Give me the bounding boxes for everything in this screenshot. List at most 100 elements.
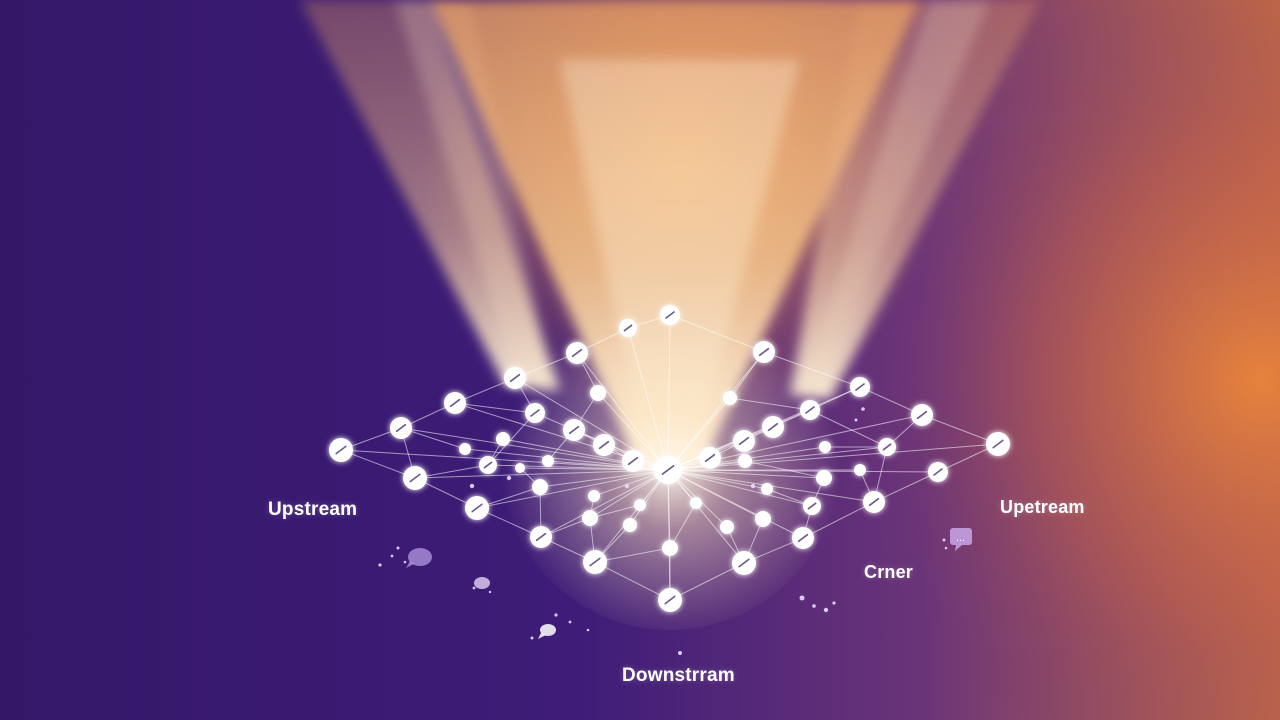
node-glyph — [409, 473, 421, 483]
network-node-icon — [532, 479, 548, 495]
network-node-icon — [623, 518, 637, 532]
particle-speck — [624, 483, 630, 489]
network-edge — [514, 377, 669, 471]
node-glyph — [395, 423, 407, 433]
particle-speck — [944, 546, 948, 550]
upstream-label-left: Upstream — [268, 499, 358, 520]
particle-speck — [832, 601, 836, 605]
network-edge — [414, 464, 489, 479]
network-node-icon — [819, 441, 831, 453]
node-glyph — [571, 348, 583, 358]
particle-speck — [750, 483, 756, 489]
node-glyph — [623, 324, 633, 332]
particle-speck — [488, 590, 492, 594]
node-glyph — [758, 347, 770, 357]
node-glyph — [598, 440, 610, 450]
network-node-icon — [854, 464, 866, 476]
svg-text:…: … — [956, 534, 965, 544]
network-edge — [487, 412, 536, 466]
network-edge — [547, 460, 669, 471]
particle-specks — [378, 407, 948, 655]
network-edge — [540, 469, 669, 538]
node-glyph — [916, 410, 928, 420]
network-edge — [667, 469, 825, 479]
particle-speck — [390, 554, 394, 558]
network-edge — [667, 314, 671, 471]
network-node-icon — [582, 510, 598, 526]
node-glyph — [530, 409, 540, 417]
corner-label: Crner — [864, 562, 914, 582]
node-glyph — [568, 425, 580, 435]
node-glyph — [627, 456, 639, 466]
network-nodes — [329, 305, 1010, 612]
network-edge — [414, 469, 669, 479]
network-edge — [589, 469, 669, 519]
network-edge — [667, 426, 774, 471]
network-edge — [454, 402, 536, 414]
node-glyph — [882, 443, 892, 451]
chat-bubble-icon — [406, 548, 432, 568]
network-edge — [573, 429, 669, 471]
network-edge — [594, 561, 671, 601]
node-glyph — [661, 464, 675, 476]
network-node-icon — [755, 511, 771, 527]
node-glyph — [767, 422, 779, 432]
network-node-icon — [590, 385, 606, 401]
network-node-icon — [515, 463, 525, 473]
particle-speck — [472, 586, 476, 590]
node-glyph — [855, 383, 865, 391]
network-edge — [514, 352, 578, 379]
network-edges — [340, 314, 999, 601]
network-edge — [744, 460, 825, 479]
particle-speck — [586, 628, 590, 632]
network-edge — [539, 469, 669, 488]
node-glyph — [335, 445, 347, 455]
network-edge — [859, 386, 923, 416]
network-edge — [667, 351, 765, 471]
network-node-icon — [588, 490, 600, 502]
particle-speck — [396, 546, 400, 550]
node-glyph — [992, 439, 1004, 449]
particle-speck — [854, 418, 858, 422]
network-edge — [340, 449, 416, 479]
node-glyph — [449, 398, 461, 408]
node-glyph — [868, 497, 880, 507]
node-glyph — [704, 453, 716, 463]
network-edge — [400, 427, 466, 450]
network-edge — [729, 397, 811, 411]
network-node-icon — [690, 497, 702, 509]
downstream-label: Downstrram — [622, 665, 735, 686]
particle-speck — [530, 636, 534, 640]
network-edge — [576, 352, 669, 471]
network-node-icon — [662, 540, 678, 556]
particle-speck — [403, 560, 407, 564]
network-edge — [589, 504, 641, 519]
particle-speck — [554, 613, 558, 617]
network-edge — [667, 397, 731, 471]
network-node-icon — [723, 391, 737, 405]
particle-speck — [861, 407, 865, 411]
node-glyph — [665, 311, 675, 319]
chat-bubble-icon: … — [950, 528, 972, 551]
light-beam-left-inner — [395, 0, 555, 395]
network-edge — [669, 314, 765, 353]
light-beam-center-core — [560, 60, 800, 470]
node-glyph — [483, 461, 493, 469]
network-node-icon — [459, 443, 471, 455]
node-glyph — [738, 436, 750, 446]
particle-speck — [568, 620, 572, 624]
node-glyph — [589, 557, 601, 567]
node-glyph — [509, 373, 521, 383]
particle-speck — [506, 475, 512, 481]
network-node-icon — [542, 455, 554, 467]
network-edge — [809, 409, 888, 448]
network-node-icon — [720, 520, 734, 534]
node-glyph — [471, 503, 483, 513]
chat-bubble-icon — [538, 624, 556, 639]
node-glyph — [535, 532, 547, 542]
network-edge — [802, 501, 875, 539]
particle-speck — [823, 607, 829, 613]
particle-speck — [799, 595, 805, 601]
node-glyph — [807, 502, 817, 510]
